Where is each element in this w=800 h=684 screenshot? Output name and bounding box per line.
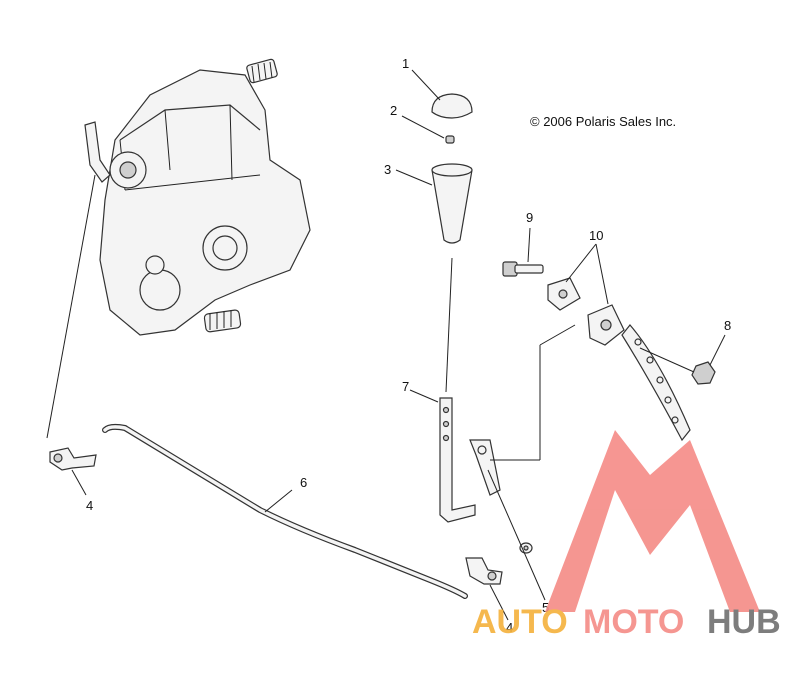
frame-bracket xyxy=(621,324,691,442)
callout-label: 4 xyxy=(506,620,513,635)
leader-transmission-to-clip xyxy=(46,174,96,439)
knob-cap-part xyxy=(411,69,473,119)
watermark-inner-mark-icon xyxy=(600,560,720,612)
shift-rod-part xyxy=(102,423,468,599)
callout-label: 6 xyxy=(300,475,307,490)
leader-knob-to-shifter xyxy=(445,257,453,393)
watermark-text-hub: HUB xyxy=(707,603,781,641)
watermark-text-auto: AUTO xyxy=(472,603,568,641)
copyright-notice: © 2006 Polaris Sales Inc. xyxy=(530,114,676,129)
callout-label: 2 xyxy=(390,103,397,118)
transmission-assembly xyxy=(84,58,311,336)
shifter-lever-part xyxy=(409,324,576,523)
callout-label: 7 xyxy=(402,379,409,394)
clip-part-right xyxy=(465,557,509,621)
nut-part xyxy=(639,334,726,385)
callout-label: 9 xyxy=(526,210,533,225)
callout-label: 8 xyxy=(724,318,731,333)
callout-label: 4 xyxy=(86,498,93,513)
bolt-part xyxy=(502,227,544,277)
shift-knob-part xyxy=(395,163,473,244)
bushing-parts xyxy=(547,243,625,346)
callout-label: 10 xyxy=(589,228,603,243)
callout-label: 3 xyxy=(384,162,391,177)
watermark-triangle-icon xyxy=(545,430,760,612)
washer-part xyxy=(487,469,546,601)
automotohub-watermark: AUTO MOTO HUB xyxy=(472,430,781,641)
clip-part-left xyxy=(49,447,97,496)
screw-part xyxy=(401,115,455,144)
callout-label: 5 xyxy=(542,600,549,615)
callout-label: 1 xyxy=(402,56,409,71)
watermark-text-moto: MOTO xyxy=(583,603,684,641)
